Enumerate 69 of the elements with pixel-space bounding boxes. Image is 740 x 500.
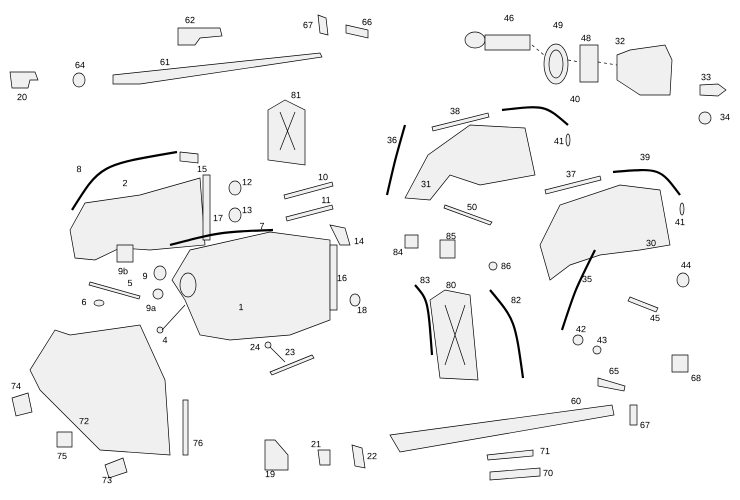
callout-number: 34 (720, 114, 730, 120)
callout-number: 9 (142, 272, 148, 280)
callout-number: 32 (615, 38, 625, 44)
callout-number: 46 (504, 14, 514, 22)
callout-number: 5 (128, 280, 132, 286)
callout-number: 1 (239, 304, 244, 310)
callout-number: 35 (582, 276, 592, 282)
callout-number: 6 (82, 298, 86, 306)
callout-number: 11 (322, 196, 330, 204)
callout-number: 86 (501, 262, 511, 270)
callout-number: 60 (571, 398, 581, 404)
callout-number: 24 (250, 344, 260, 350)
callout-number: 40 (570, 96, 580, 102)
callout-number: 50 (467, 204, 477, 210)
callout-number: 45 (650, 314, 660, 322)
callout-number: 84 (393, 248, 403, 256)
callout-number: 23 (285, 348, 295, 356)
callout-number: 30 (646, 240, 656, 246)
callout-number: 62 (185, 16, 195, 24)
callout-number: 44 (681, 262, 691, 268)
callout-number: 4 (162, 336, 168, 344)
callout-number: 76 (193, 440, 203, 446)
callout-number: 18 (358, 306, 367, 314)
callout-number: 42 (576, 326, 586, 332)
callout-number: 12 (242, 178, 252, 186)
callout-number: 13 (242, 206, 252, 214)
callout-number: 74 (11, 382, 21, 390)
callout-number: 66 (362, 18, 372, 26)
callout-number: 38 (450, 108, 460, 114)
callout-number: 83 (420, 276, 430, 284)
callout-number: 75 (57, 452, 67, 460)
callout-number: 8 (76, 166, 82, 172)
callout-number: 64 (75, 62, 85, 68)
callout-number: 82 (511, 296, 521, 304)
callout-number: 67 (640, 422, 650, 428)
callout-number: 71 (540, 448, 550, 454)
callout-number: 9b (118, 268, 128, 274)
callout-number: 15 (198, 166, 207, 172)
callout-number: 14 (354, 238, 364, 244)
callout-number: 81 (291, 92, 301, 98)
callout-number: 7 (260, 222, 264, 230)
callout-number: 36 (387, 136, 397, 144)
callout-number: 65 (609, 368, 619, 374)
callout-number: 16 (338, 274, 347, 282)
callout-number: 72 (79, 418, 89, 424)
callout-number: 33 (701, 74, 711, 80)
callout-number: 43 (597, 336, 607, 344)
callout-number: 80 (446, 282, 456, 288)
callout-number: 68 (691, 374, 701, 382)
callout-number: 41 (675, 218, 685, 226)
callout-number: 9a (146, 304, 156, 312)
callout-number: 67 (303, 22, 313, 28)
callout-number: 37 (566, 170, 576, 178)
callout-number: 17 (214, 214, 223, 222)
callout-number: 70 (543, 470, 553, 476)
callout-number: 20 (17, 94, 27, 100)
callout-number: 22 (367, 452, 377, 460)
callout-number: 21 (311, 440, 321, 448)
callout-number: 19 (266, 470, 275, 478)
callout-number: 85 (446, 232, 456, 240)
callout-number: 48 (581, 34, 591, 42)
callout-number: 49 (553, 22, 563, 28)
callout-number: 41 (554, 138, 564, 144)
callout-number: 61 (160, 58, 170, 66)
callout-number: 39 (640, 154, 650, 160)
callout-number: 10 (318, 174, 328, 180)
callout-number: 31 (421, 180, 431, 188)
callout-number: 73 (102, 476, 112, 484)
callout-number: 2 (122, 180, 128, 186)
